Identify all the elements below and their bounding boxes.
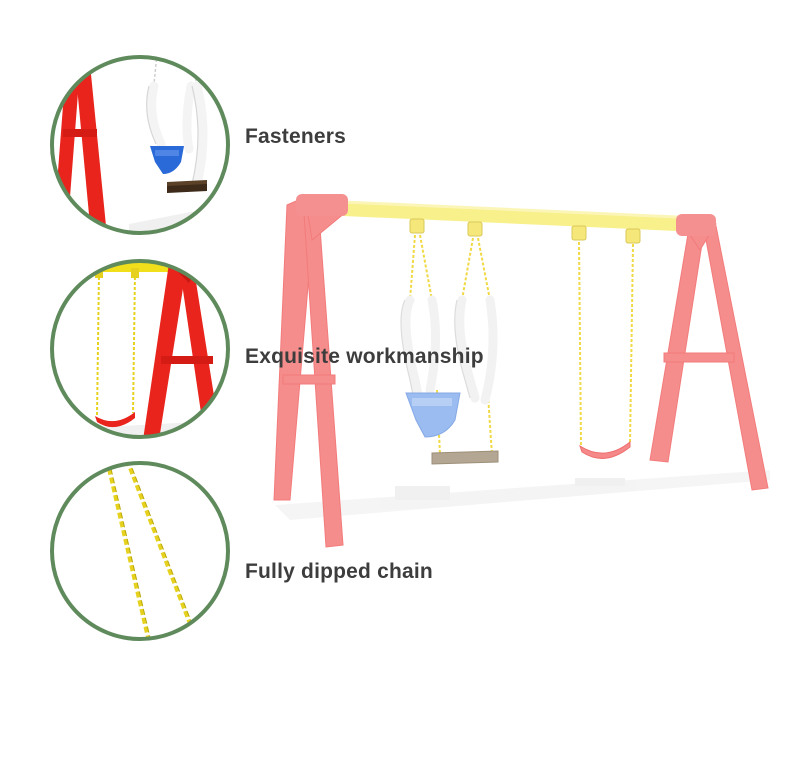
- left-a-frame: [273, 195, 347, 548]
- belt-seat: [579, 440, 631, 459]
- hangers: [409, 218, 641, 244]
- wooden-seat: [431, 450, 499, 465]
- safety-hoses: [401, 295, 498, 405]
- top-bar: [296, 194, 716, 236]
- chain-closeup-circle: [50, 461, 230, 641]
- bucket-seat: [405, 392, 461, 438]
- feature-label-fasteners: Fasteners: [245, 125, 347, 148]
- right-a-frame: [649, 217, 769, 491]
- ground-shadow: [275, 470, 770, 520]
- workmanship-closeup-circle: [50, 259, 230, 439]
- feature-label-chain: Fully dipped chain: [245, 560, 433, 583]
- feature-label-workmanship: Exquisite workmanship: [245, 345, 484, 368]
- fasteners-closeup-circle: [50, 55, 230, 235]
